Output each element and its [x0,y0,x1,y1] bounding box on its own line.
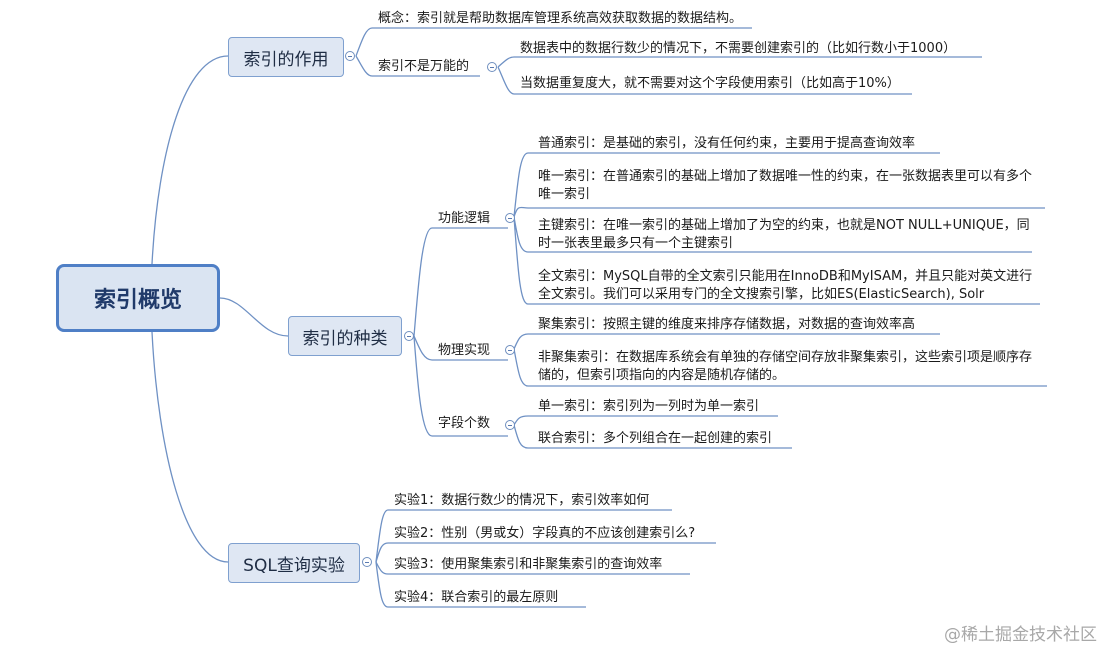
leaf-not-universal-2: 当数据重复度大，就不需要对这个字段使用索引（比如高于10%） [520,76,900,91]
node-field-count[interactable]: 字段个数 [438,416,491,431]
node-index-types[interactable]: 索引的种类 [288,316,402,356]
root-node[interactable]: 索引概览 [56,264,220,332]
leaf-unique-index: 唯一索引：在普通索引的基础上增加了数据唯一性的约束，在一张数据表里可以有多个唯一… [538,169,1033,202]
collapse-toggle-icon[interactable] [487,62,497,72]
leaf-concept: 概念：索引就是帮助数据库管理系统高效获取数据的数据结构。 [378,11,743,26]
leaf-not-universal-1: 数据表中的数据行数少的情况下，不需要创建索引的（比如行数小于1000） [520,41,957,56]
collapse-toggle-icon[interactable] [505,420,515,430]
collapse-toggle-icon[interactable] [505,345,515,355]
node-physical[interactable]: 物理实现 [438,343,491,358]
collapse-toggle-icon[interactable] [362,557,372,567]
leaf-composite-index: 联合索引：多个列组合在一起创建的索引 [538,431,773,446]
collapse-toggle-icon[interactable] [404,331,414,341]
leaf-experiment-4: 实验4：联合索引的最左原则 [394,590,559,605]
collapse-toggle-icon[interactable] [505,213,515,223]
collapse-toggle-icon[interactable] [345,51,355,61]
leaf-primary-index: 主键索引：在唯一索引的基础上增加了为空的约束，也就是NOT NULL+UNIQU… [538,218,1030,251]
node-function-logic[interactable]: 功能逻辑 [438,211,491,226]
node-sql-experiments[interactable]: SQL查询实验 [228,543,360,583]
leaf-single-index: 单一索引：索引列为一列时为单一索引 [538,399,760,414]
leaf-normal-index: 普通索引：是基础的索引，没有任何约束，主要用于提高查询效率 [538,136,916,151]
node-index-role[interactable]: 索引的作用 [228,37,344,77]
leaf-nonclustered-index: 非聚集索引：在数据库系统会有单独的存储空间存放非聚集索引，这些索引项是顺序存储的… [538,350,1033,383]
leaf-clustered-index: 聚集索引：按照主键的维度来排序存储数据，对数据的查询效率高 [538,317,916,332]
watermark: @稀土掘金技术社区 [944,625,1097,645]
leaf-fulltext-index: 全文索引：MySQL自带的全文索引只能用在InnoDB和MyISAM，并且只能对… [538,269,1033,302]
leaf-experiment-1: 实验1：数据行数少的情况下，索引效率如何 [394,493,650,508]
node-not-universal[interactable]: 索引不是万能的 [378,59,470,74]
leaf-experiment-3: 实验3：使用聚集索引和非聚集索引的查询效率 [394,557,663,572]
leaf-experiment-2: 实验2：性别（男或女）字段真的不应该创建索引么? [394,526,696,541]
